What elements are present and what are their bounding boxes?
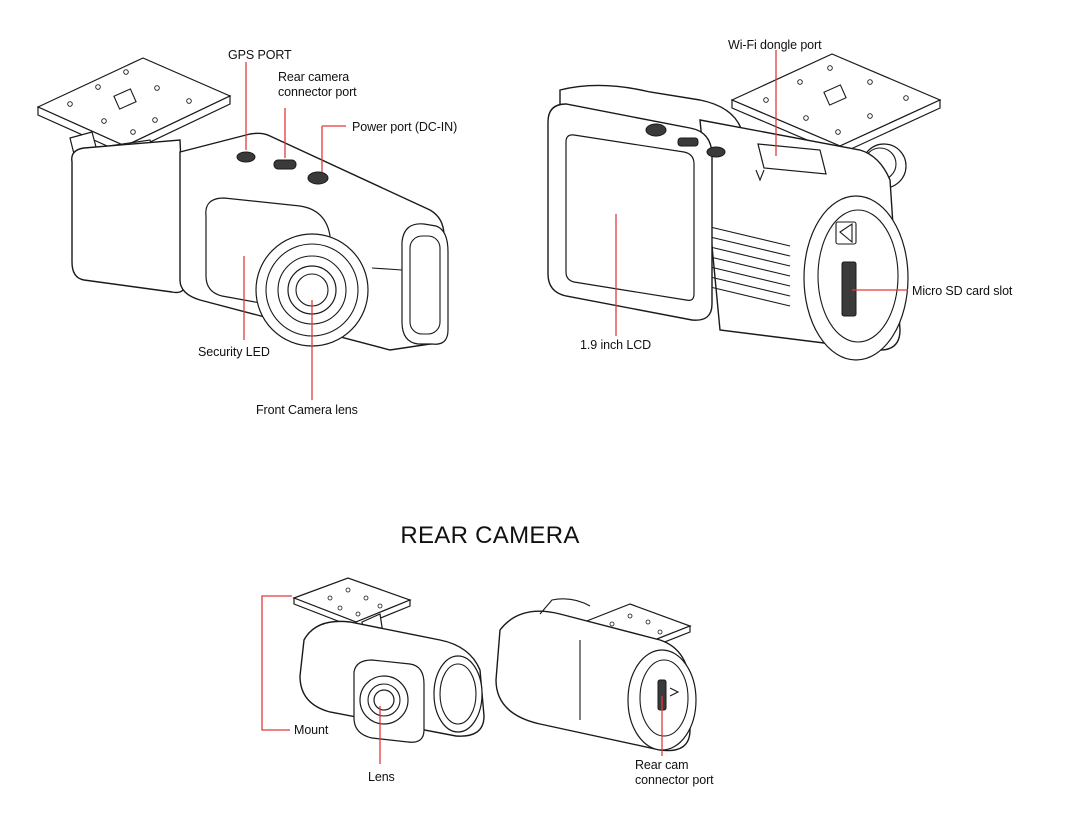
- label-power-port: Power port (DC-IN): [352, 120, 458, 134]
- rear-camera-front-illustration: [292, 577, 485, 743]
- label-rear-cam-connector-port: Rear cam connector port: [635, 758, 714, 787]
- wifi-port-shape: [757, 143, 827, 175]
- front-dashcam-illustration: [36, 57, 449, 351]
- label-lens: Lens: [368, 770, 395, 784]
- sd-slot-shape: [841, 261, 857, 317]
- label-mount: Mount: [294, 723, 329, 737]
- callout-lines: [243, 50, 908, 764]
- label-front-camera-lens: Front Camera lens: [256, 403, 358, 417]
- lcd-screen: [565, 134, 695, 301]
- label-gps-port: GPS PORT: [228, 48, 292, 62]
- rear-mount-plate-left: [292, 577, 412, 623]
- label-rear-camera-connector-port: Rear camera connector port: [278, 70, 357, 99]
- label-micro-sd-slot: Micro SD card slot: [912, 284, 1013, 298]
- rear-camera-back-illustration: [495, 598, 697, 752]
- rear-connector-port-shape: [273, 159, 297, 170]
- callout-mount: [261, 595, 292, 731]
- front-body-rear-section: [71, 139, 187, 294]
- power-port-shape: [307, 171, 329, 185]
- gps-port-shape: [236, 151, 256, 163]
- label-wifi-dongle-port: Wi-Fi dongle port: [728, 38, 822, 52]
- callout-power-port: [321, 125, 346, 172]
- label-security-led: Security LED: [198, 345, 270, 359]
- rear-camera-title: REAR CAMERA: [400, 522, 580, 549]
- label-lcd: 1.9 inch LCD: [580, 338, 652, 352]
- back-dashcam-illustration: [547, 53, 942, 361]
